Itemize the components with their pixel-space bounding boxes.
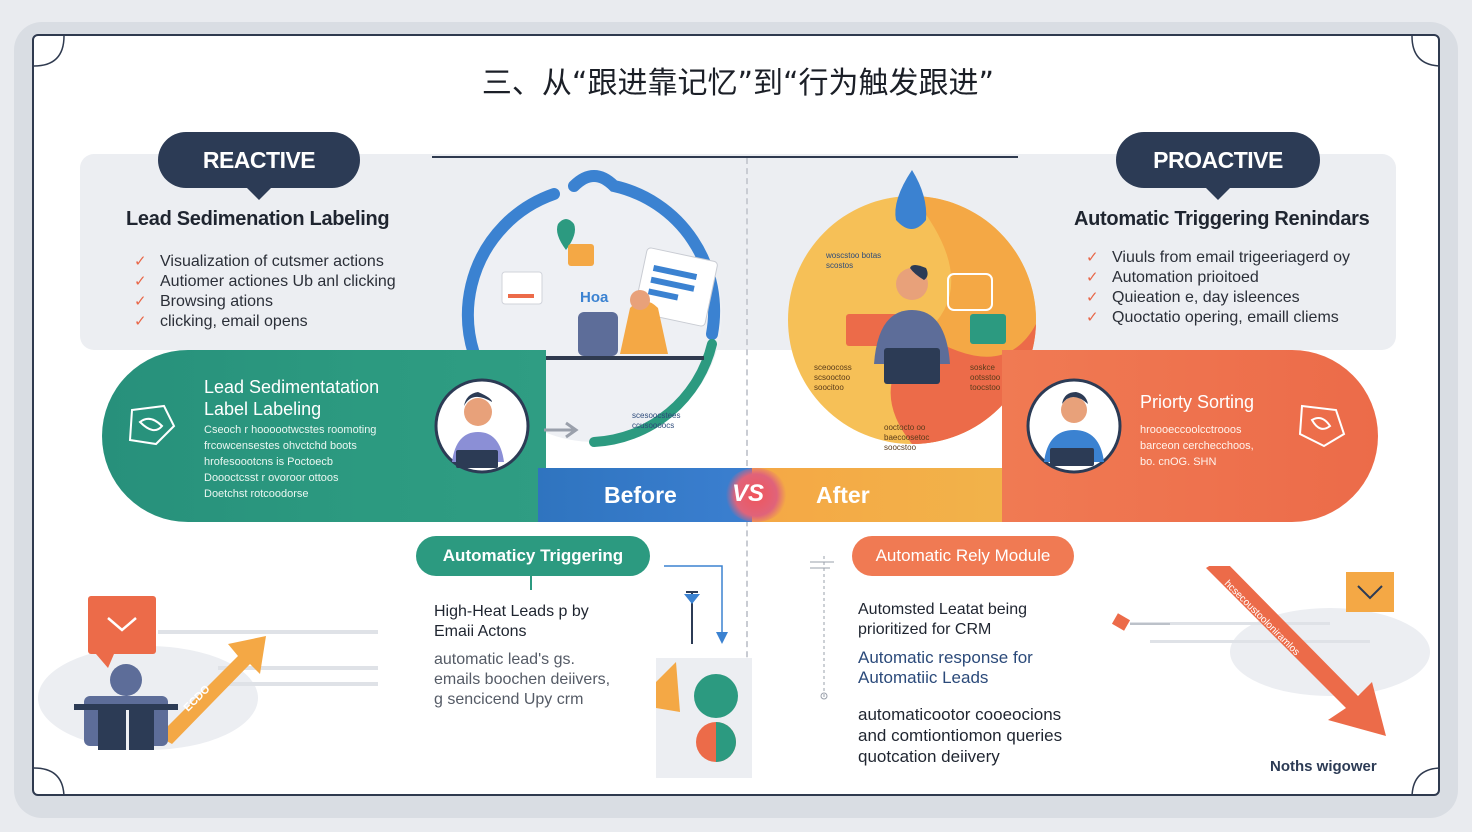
list-item: Visualization of cutsmer actions <box>130 252 450 272</box>
list-item: Viuuls from email trigeeriagerd oy <box>1082 248 1402 268</box>
blue-line: Automatic response for <box>858 648 1033 667</box>
list-item: Quoctatio opering, emaill cliems <box>1082 308 1402 328</box>
circle-note: soocstoo <box>884 443 917 452</box>
left-heading: Lead Sedimenation Labeling <box>126 208 390 230</box>
proactive-tag: PROACTIVE <box>1116 132 1320 200</box>
list-item: Quieation e, day isleences <box>1082 288 1402 308</box>
desc-line: g sencicend Upy crm <box>434 691 584 708</box>
label-tag-icon <box>1298 404 1346 448</box>
list-item: clicking, email opens <box>130 312 450 332</box>
circle-note: ooctocto oo <box>884 423 926 432</box>
list-item: Autiomer actiones Ub anl clicking <box>130 272 450 292</box>
desc-line: automaticootor cooeocions <box>858 705 1062 724</box>
circle-note: scsooctoo <box>814 373 851 382</box>
bottom-left-heading: High-Heat Leads p by Emaii Actons <box>434 602 664 642</box>
dashed-guide <box>810 556 834 700</box>
heading-line: High-Heat Leads p by <box>434 603 589 620</box>
teal-pill-desc: Cseoch r hoooootwcstes roomoting frcowce… <box>204 422 444 502</box>
desc-line: and comtiontiomon queries <box>858 726 1063 745</box>
after-label: After <box>816 482 870 508</box>
orange-pill-title: Priorty Sorting <box>1140 392 1255 412</box>
bottom-right-desc: automaticootor cooeocions and comtiontio… <box>858 704 1138 767</box>
heading-line: prioritized for CRM <box>858 621 992 638</box>
circle-note: toocstoo <box>970 383 1001 392</box>
desc-line: quotcation deiivery <box>858 747 1000 766</box>
desc-line: hrofesoootcns is Poctoecb <box>204 456 334 468</box>
teal-pill-title-line: Lead Sedimentatation <box>204 377 380 397</box>
reactive-tag: REACTIVE <box>158 132 360 200</box>
page-title: 三、从“跟进靠记忆”到“行为触发跟进” <box>481 66 995 101</box>
before-label: Before <box>604 482 677 508</box>
vs-label: VS <box>732 480 765 507</box>
tag-connector <box>530 576 532 590</box>
card-label: Hoa <box>580 289 609 306</box>
circle-note: soskce <box>970 363 995 372</box>
vs-badge <box>724 468 788 522</box>
circle-note: scesoocstees <box>632 411 680 420</box>
heading-line: Automsted Leatat being <box>858 601 1028 618</box>
list-item: Automation prioitoed <box>1082 268 1402 288</box>
avatar <box>434 378 530 474</box>
right-check-list: Viuuls from email trigeeriagerd oy Autom… <box>1082 248 1402 328</box>
arrow-right-icon <box>544 421 579 439</box>
slide-canvas: 三、从“跟进靠记忆”到“行为触发跟进” REACTIVE Lead Sedime… <box>32 34 1440 796</box>
heading-line: Emaii Actons <box>434 623 527 640</box>
desc-line: Doetchst rotcoodorse <box>204 488 309 500</box>
desc-line: barceon cerchecchoos, <box>1140 440 1254 452</box>
circle-note: baecoosetoc <box>884 433 929 442</box>
orange-pill-desc: hroooeccoolcctrooos barceon cerchecchoos… <box>1140 422 1300 470</box>
label-tag-icon <box>128 404 176 446</box>
teal-pill-title: Lead Sedimentatation Label Labeling <box>204 376 379 420</box>
desc-line: bo. cnOG. SHN <box>1140 456 1217 468</box>
desc-line: Doooctcsst r ovoroor ottoos <box>204 472 339 484</box>
desc-line: Cseoch r hoooootwcstes roomoting <box>204 424 377 436</box>
flow-diagram-icon <box>656 565 752 778</box>
automatic-rely-module-tag: Automatic Rely Module <box>852 536 1074 576</box>
circle-note: scostos <box>826 261 853 270</box>
after-bar <box>752 468 1014 522</box>
avatar <box>1026 378 1122 474</box>
blue-line: Automatiic Leads <box>858 668 989 687</box>
circle-note: soocitoo <box>814 383 844 392</box>
top-divider-line <box>432 156 1018 158</box>
bottom-right-heading: Automsted Leatat being prioritized for C… <box>858 600 1098 640</box>
left-check-list: Visualization of cutsmer actions Autiome… <box>130 252 450 332</box>
circle-note: woscstoo botas <box>825 251 881 260</box>
circle-note: sceoocoss <box>814 363 852 372</box>
circle-note: ccusoooocs <box>632 421 674 430</box>
footer-note: Noths wigower <box>1270 758 1377 775</box>
desc-line: frcowcensestes ohvctchd boots <box>204 440 357 452</box>
teal-pill-title-line: Label Labeling <box>204 399 322 419</box>
bottom-right-illustration: hcsecoustooloniramlos <box>1111 566 1430 736</box>
desc-line: automatic lead's gs. <box>434 651 575 668</box>
circle-note: ootsstoo <box>970 373 1001 382</box>
list-item: Browsing ations <box>130 292 450 312</box>
before-bar <box>538 468 752 522</box>
right-heading: Automatic Triggering Renindars <box>1074 208 1370 230</box>
desc-line: hroooeccoolcctrooos <box>1140 424 1242 436</box>
corner-ornaments <box>34 36 1438 794</box>
automaticy-triggering-tag: Automaticy Triggering <box>416 536 650 576</box>
bottom-right-blue-text: Automatic response for Automatiic Leads <box>858 648 1118 688</box>
bottom-left-desc: automatic lead's gs. emails boochen deii… <box>434 650 674 710</box>
desc-line: emails boochen deiivers, <box>434 671 611 688</box>
bottom-left-illustration: ECDO <box>38 596 378 750</box>
right-circle-illustration: woscstoo botas scostos sceoocoss scsooct… <box>788 170 1036 452</box>
